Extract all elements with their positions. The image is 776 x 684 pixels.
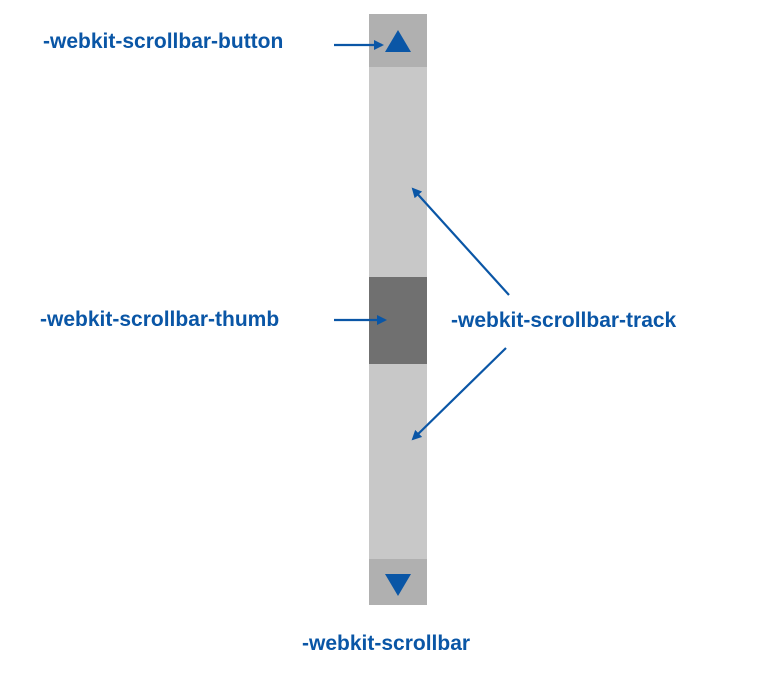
- arrow-track-upper: [411, 187, 510, 296]
- label-scrollbar-button: -webkit-scrollbar-button: [43, 30, 284, 53]
- scrollbar-thumb: [369, 277, 427, 364]
- scrollbar-button-down: [369, 559, 427, 605]
- label-scrollbar-track: -webkit-scrollbar-track: [451, 309, 677, 332]
- label-scrollbar-thumb: -webkit-scrollbar-thumb: [40, 308, 280, 331]
- label-scrollbar: -webkit-scrollbar: [302, 632, 471, 655]
- scrollbar-button-up: [369, 14, 427, 67]
- scrollbar-diagram: [369, 14, 427, 605]
